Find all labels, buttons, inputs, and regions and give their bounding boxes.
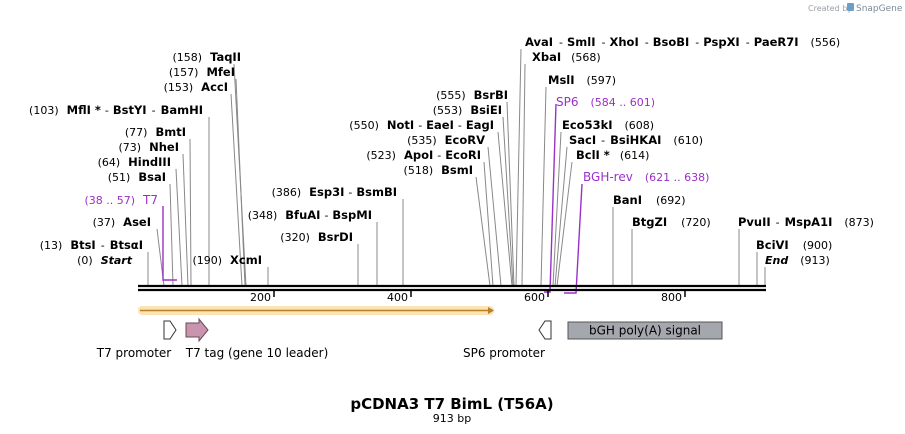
bgh-signal-box[interactable]: bGH poly(A) signal [567, 321, 723, 340]
site-msli[interactable]: MslI(597) [548, 73, 616, 87]
watermark-brand: SnapGene [856, 4, 903, 14]
site-mfei[interactable]: (157)MfeI [169, 65, 235, 79]
bgh-signal-label: bGH poly(A) signal [589, 324, 701, 338]
site-nhei[interactable]: (73)NheI [119, 140, 179, 154]
site-taqii-pos: (158) [172, 51, 202, 64]
primer-t7[interactable]: (38 .. 57)T7 [84, 193, 158, 207]
start-label: (0)Start [77, 254, 133, 267]
sp6-promoter-label: SP6 promoter [463, 346, 545, 360]
site-bsiei[interactable]: (553)BsiEI [433, 103, 502, 117]
site-mfli[interactable]: (103)MflI *-BstYI-BamHI [29, 103, 203, 117]
site-bsrdi[interactable]: (320)BsrDI [280, 230, 353, 244]
site-xbai[interactable]: XbaI(568) [532, 50, 601, 64]
axis-tick-800: 800 [661, 291, 682, 304]
site-xcmi[interactable]: (190)XcmI [192, 253, 262, 267]
right-site-labels: AvaI-SmlI-XhoI-BsoBI-PspXI-PaeR7I(556) X… [525, 35, 874, 267]
sequence-backbone [138, 284, 766, 292]
primer-sp6[interactable]: SP6(584 .. 601) [556, 95, 655, 109]
site-bani[interactable]: BanI(692) [613, 193, 686, 207]
site-btsi[interactable]: (13)BtsI-BtsαI [40, 238, 143, 252]
orf-bar[interactable] [138, 306, 494, 315]
site-esp3i[interactable]: (386)Esp3I-BsmBI [272, 185, 397, 199]
axis-tick-400: 400 [387, 291, 408, 304]
site-bsrbi[interactable]: (555)BsrBI [436, 88, 508, 102]
site-leader-lines [147, 48, 766, 287]
site-taqii[interactable]: (158) TaqII [172, 50, 241, 64]
site-noti[interactable]: (550)NotI-EaeI-EagI [349, 118, 494, 132]
watermark-prefix: Created by [808, 4, 852, 13]
sp6-primer-marker [544, 103, 557, 293]
site-bcivi[interactable]: BciVI(900) [756, 238, 832, 252]
bgh-rev-primer-marker [564, 183, 583, 294]
sp6-promoter-arrow[interactable] [538, 320, 552, 340]
left-site-labels: (158) TaqII (157)MfeI (153)AccI (103)MflI… [29, 50, 262, 267]
middle-site-labels: (386)Esp3I-BsmBI (348)BfuAI-BspMI (320)B… [248, 88, 508, 244]
end-label: End(913) [765, 254, 830, 267]
site-bsmi[interactable]: (518)BsmI [404, 163, 473, 177]
site-btgzi[interactable]: BtgZI(720) [632, 215, 711, 229]
t7-tag-arrow[interactable] [185, 317, 209, 343]
site-eco53ki[interactable]: Eco53kI(608) [562, 118, 654, 132]
site-taqii-name: TaqII [210, 50, 241, 64]
plasmid-title: pCDNA3 T7 BimL (T56A) [350, 395, 553, 413]
site-asei[interactable]: (37)AseI [93, 215, 151, 229]
site-ava-group[interactable]: AvaI-SmlI-XhoI-BsoBI-PspXI-PaeR7I(556) [525, 35, 840, 49]
t7-tag-label: T7 tag (gene 10 leader) [185, 346, 329, 360]
site-bfuai[interactable]: (348)BfuAI-BspMI [248, 208, 372, 222]
t7-promoter-label: T7 promoter [96, 346, 172, 360]
snapgene-logo-icon [847, 3, 854, 11]
primer-markers [162, 103, 583, 294]
site-ecorv[interactable]: (535)EcoRV [407, 133, 485, 147]
plasmid-length: 913 bp [433, 412, 471, 425]
site-bcli[interactable]: BclI *(614) [576, 148, 649, 162]
site-apoi[interactable]: (523)ApoI-EcoRI [366, 148, 481, 162]
site-bsai[interactable]: (51)BsaI [108, 170, 166, 184]
axis-tick-600: 600 [524, 291, 545, 304]
site-hindiii[interactable]: (64)HindIII [98, 155, 171, 169]
site-saci[interactable]: SacI-BsiHKAI(610) [569, 133, 703, 147]
axis: 200 400 600 800 [250, 290, 686, 304]
t7-primer-marker [162, 206, 177, 281]
site-pvuii[interactable]: PvuII-MspA1I(873) [738, 215, 874, 229]
axis-tick-200: 200 [250, 291, 271, 304]
t7-promoter-arrow[interactable] [163, 320, 177, 340]
snapgene-watermark: Created by SnapGene [808, 3, 903, 14]
primer-bgh-rev[interactable]: BGH-rev(621 .. 638) [583, 170, 709, 184]
site-bmti[interactable]: (77)BmtI [125, 125, 186, 139]
site-acci[interactable]: (153)AccI [164, 80, 228, 94]
